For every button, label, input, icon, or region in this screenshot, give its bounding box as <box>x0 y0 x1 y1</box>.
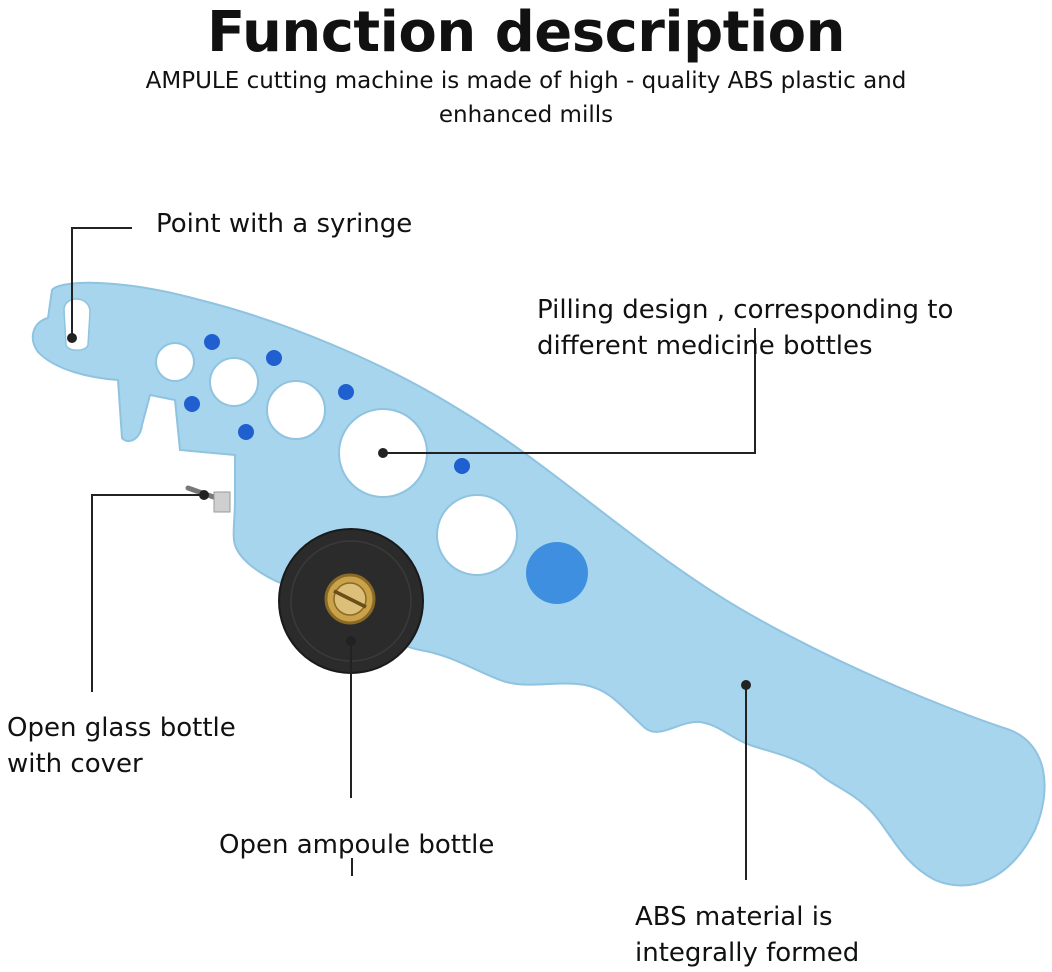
pointer-dot <box>67 333 77 343</box>
callout-glass-line-2: with cover <box>7 749 143 779</box>
leader-syringe <box>71 227 132 340</box>
small-dot <box>184 396 200 412</box>
bottle-hole <box>209 357 259 407</box>
small-dot <box>266 350 282 366</box>
callout-abs-line-2: integrally formed <box>635 938 860 968</box>
callout-open-glass-bottle: Open glass bottle with cover <box>7 710 236 782</box>
small-dot <box>338 384 354 400</box>
filled-recess <box>526 542 588 604</box>
callout-abs-line-1: ABS material is <box>635 902 833 932</box>
pointer-dot <box>346 636 356 646</box>
pointer-dot <box>378 448 388 458</box>
callout-abs-material: ABS material is integrally formed <box>635 899 859 971</box>
small-dot <box>454 458 470 474</box>
leader-glass <box>91 494 200 692</box>
callout-glass-line-1: Open glass bottle <box>7 713 236 743</box>
callout-open-ampoule-bottle: Open ampoule bottle <box>219 830 495 860</box>
callout-point-with-syringe: Point with a syringe <box>156 209 413 239</box>
bottle-hole <box>155 342 195 382</box>
small-dot <box>204 334 220 350</box>
callout-pilling-line-2: different medicine bottles <box>537 331 873 361</box>
bottle-hole <box>436 494 518 576</box>
pointer-dot <box>199 490 209 500</box>
subtitle-line-2: enhanced mills <box>438 102 614 128</box>
leader-pilling <box>383 328 756 454</box>
cutter-pin-holder <box>213 491 231 513</box>
bottle-hole <box>266 380 326 440</box>
syringe-notch <box>63 298 91 351</box>
page-subtitle: AMPULE cutting machine is made of high -… <box>90 64 962 132</box>
brass-screw-slot <box>333 589 367 609</box>
small-dot <box>238 424 254 440</box>
page-title: Function description <box>207 0 846 65</box>
subtitle-line-1: AMPULE cutting machine is made of high -… <box>145 68 907 94</box>
callout-pilling-line-1: Pilling design , corresponding to <box>537 295 954 325</box>
leader-lines <box>71 227 756 880</box>
callout-pilling-design: Pilling design , corresponding to differe… <box>537 292 953 364</box>
pointer-dot <box>741 680 751 690</box>
